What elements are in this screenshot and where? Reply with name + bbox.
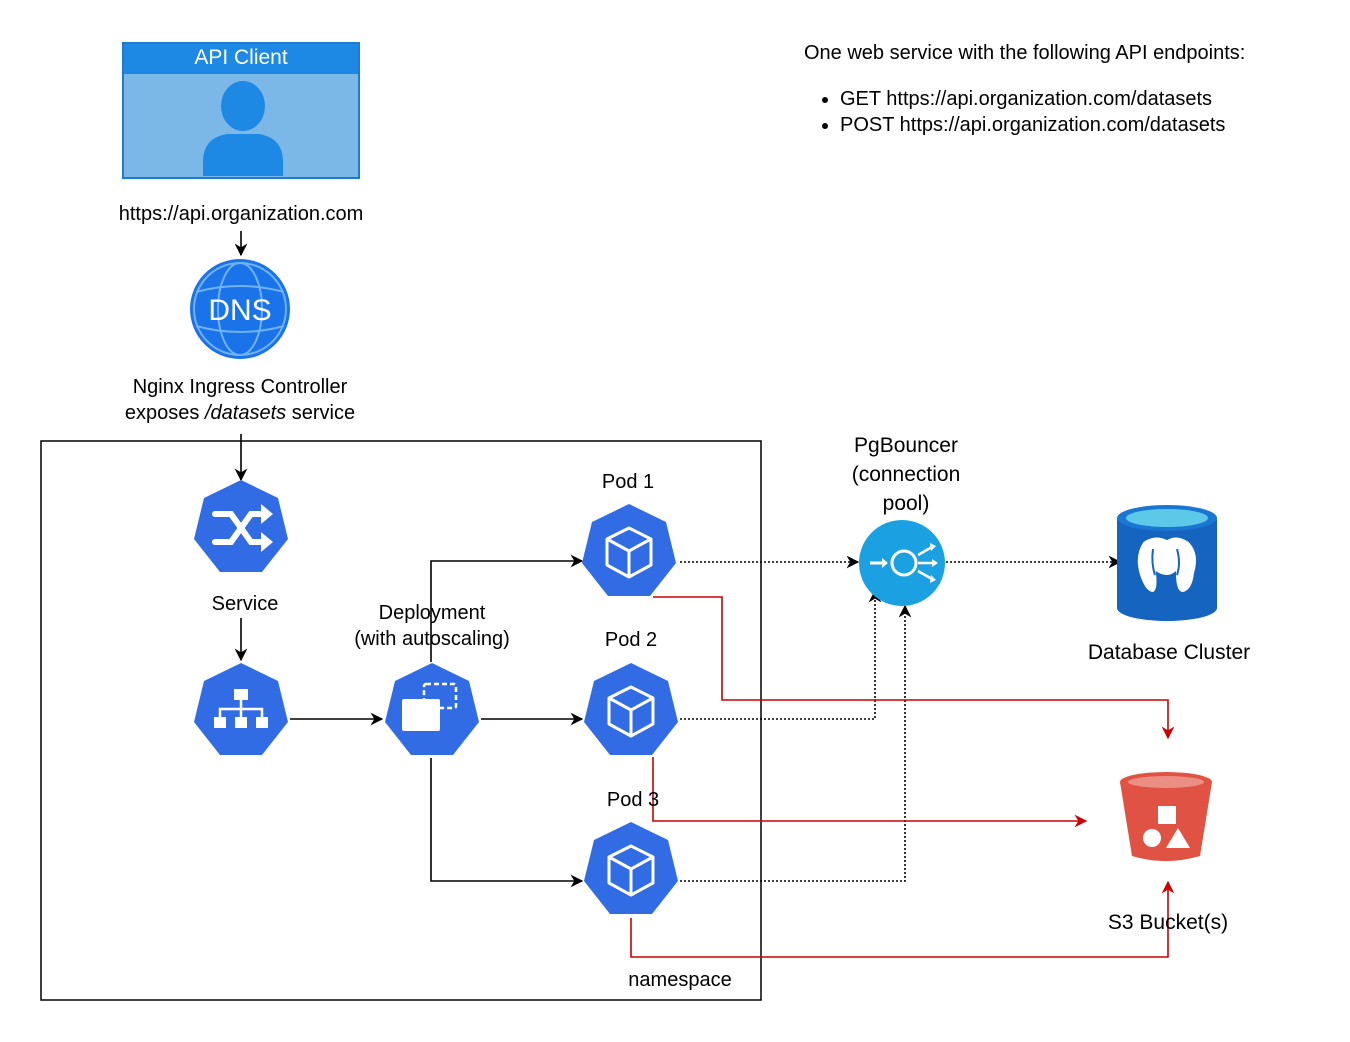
s3-bucket-icon	[1120, 772, 1212, 861]
dns-label: DNS	[208, 294, 271, 327]
pod-3-label: Pod 3	[606, 789, 660, 811]
solid-connectors	[234, 231, 584, 888]
ingress-icon	[194, 663, 288, 755]
s3-connectors	[630, 596, 1175, 958]
deployment-icon	[385, 663, 479, 755]
deployment-label-line1: Deployment	[378, 602, 486, 624]
pod-3-icon	[584, 822, 678, 914]
url-label: https://api.organization.com	[118, 203, 364, 225]
pgbouncer-label-line1: PgBouncer	[854, 434, 958, 457]
dotted-connectors	[680, 555, 1122, 882]
pgbouncer-label-line2: (connection	[851, 463, 961, 486]
deployment-label-line2: (with autoscaling)	[354, 628, 510, 650]
ingress-label-line1: Nginx Ingress Controller	[132, 376, 348, 398]
ingress-label-path: /datasets	[204, 402, 287, 424]
s3-label: S3 Bucket(s)	[1107, 911, 1229, 934]
namespace-label: namespace	[628, 969, 732, 991]
pod-1-label: Pod 1	[601, 471, 655, 493]
endpoints-heading: One web service with the following API e…	[804, 42, 1246, 64]
pod-2-label: Pod 2	[604, 629, 658, 651]
endpoints-note: One web service with the following API e…	[804, 40, 1245, 138]
dns-icon: DNS	[190, 259, 290, 359]
endpoint-item: POST https://api.organization.com/datase…	[840, 112, 1245, 138]
pgbouncer-icon	[859, 520, 945, 606]
database-label: Database Cluster	[1087, 641, 1251, 664]
endpoint-item: GET https://api.organization.com/dataset…	[840, 86, 1245, 112]
api-client-title: API Client	[124, 44, 358, 74]
api-client-box: API Client	[122, 42, 360, 179]
ingress-label-line2: exposes /datasets service	[90, 400, 390, 426]
ingress-label-suffix: service	[286, 402, 356, 424]
user-icon	[203, 81, 283, 176]
database-icon	[1117, 505, 1217, 621]
pod-2-icon	[584, 663, 678, 755]
namespace-box	[40, 440, 762, 1001]
service-icon	[194, 480, 288, 572]
pod-1-icon	[582, 504, 676, 596]
service-label: Service	[211, 593, 279, 615]
endpoints-list: GET https://api.organization.com/dataset…	[840, 86, 1245, 138]
pgbouncer-label-line3: pool)	[882, 492, 930, 515]
ingress-label-prefix: exposes	[124, 402, 205, 424]
